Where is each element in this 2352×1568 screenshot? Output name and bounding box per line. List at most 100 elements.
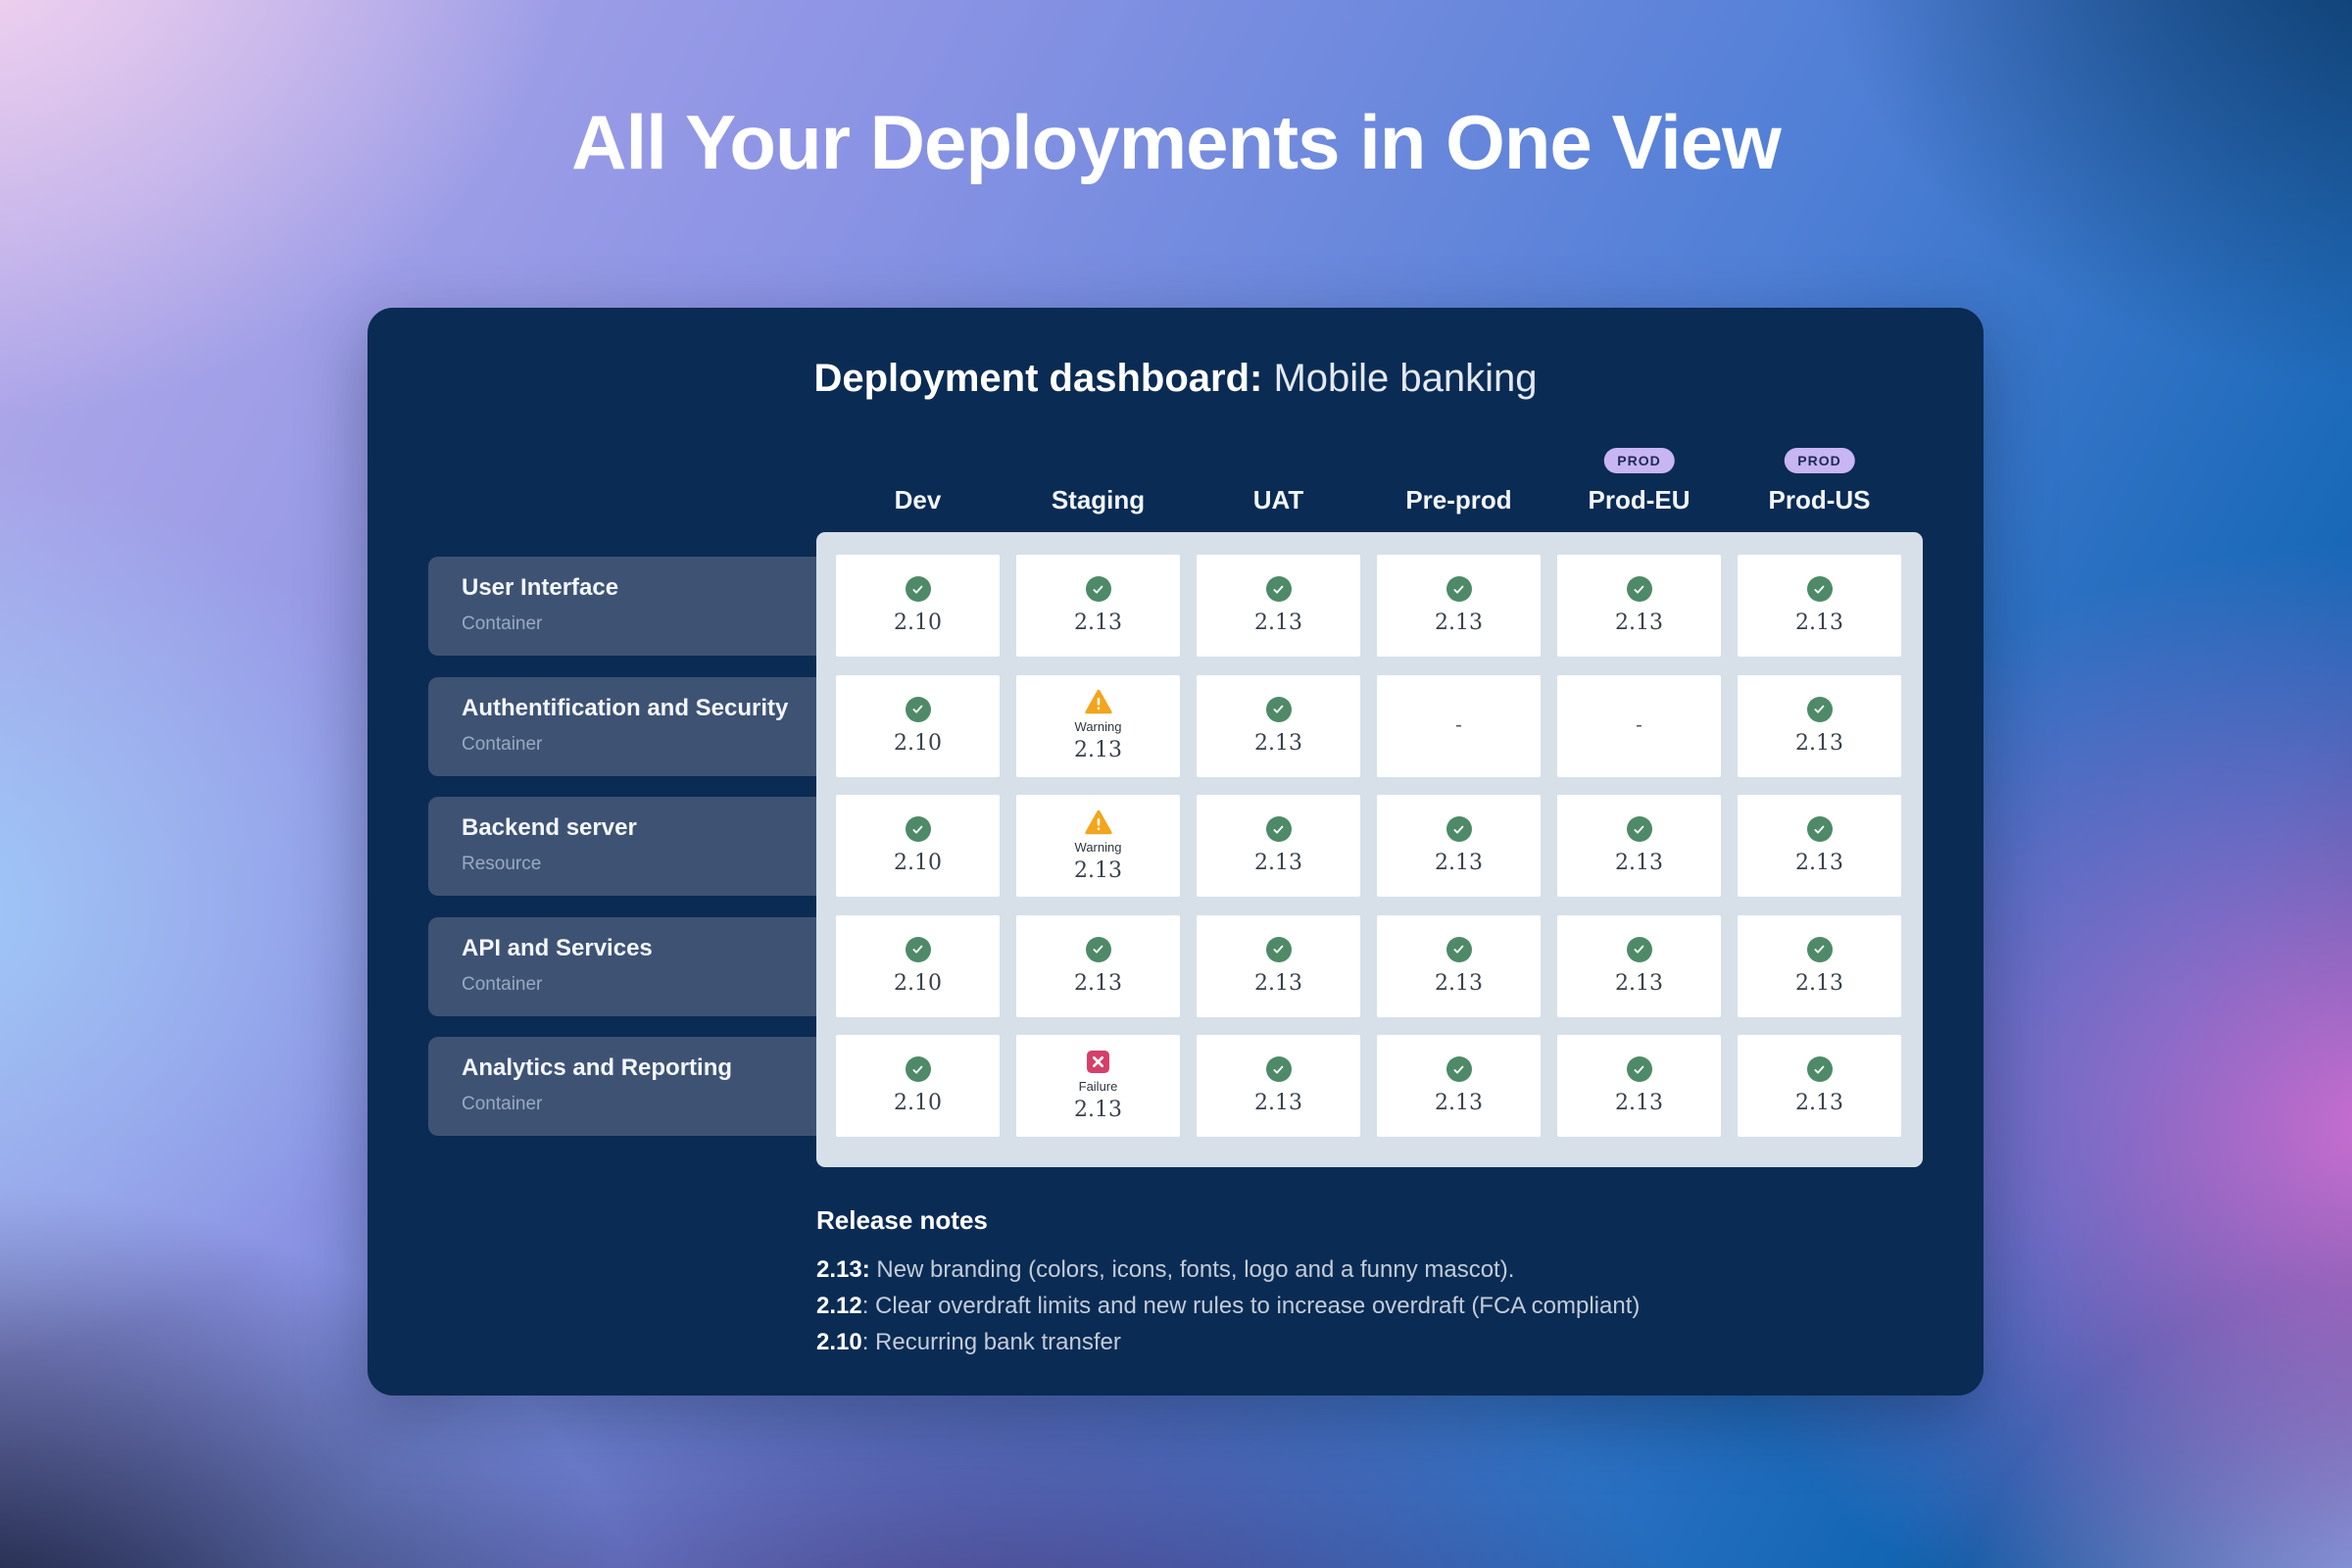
release-note-text: New branding (colors, icons, fonts, logo… [869, 1256, 1515, 1283]
service-name: Backend server [462, 814, 637, 841]
env-header-prod-eu: PROD Prod-EU [1557, 448, 1721, 524]
release-note-version: 2.12 [816, 1293, 862, 1319]
cell-user-interface-prod-eu[interactable]: 2.13 [1557, 555, 1721, 657]
env-label: UAT [1252, 485, 1304, 514]
release-note-item: 2.10: Recurring bank transfer [816, 1324, 1875, 1360]
cell-version: 2.10 [894, 611, 942, 635]
cell-api-and-services-prod-eu[interactable]: 2.13 [1557, 914, 1721, 1017]
success-check-icon [1085, 576, 1111, 602]
cell-authentification-and-security-prod-us[interactable]: 2.13 [1738, 674, 1901, 777]
release-note-item: 2.13: New branding (colors, icons, fonts… [816, 1251, 1875, 1288]
cell-analytics-and-reporting-pre-prod[interactable]: 2.13 [1377, 1035, 1541, 1137]
cell-version: 2.10 [894, 851, 942, 875]
cell-analytics-and-reporting-prod-us[interactable]: 2.13 [1738, 1035, 1901, 1137]
cell-backend-server-pre-prod[interactable]: 2.13 [1377, 795, 1541, 897]
success-check-icon [1446, 576, 1472, 602]
warning-icon [1084, 809, 1112, 835]
cell-version: 2.10 [894, 970, 942, 996]
release-note-text: : Clear overdraft limits and new rules t… [861, 1293, 1641, 1319]
cell-analytics-and-reporting-dev[interactable]: 2.10 [836, 1035, 1000, 1137]
cell-backend-server-staging[interactable]: Warning 2.13 [1016, 795, 1180, 897]
release-notes: Release notes 2.13: New branding (colors… [816, 1205, 1875, 1360]
success-check-icon [1626, 1056, 1652, 1082]
cell-user-interface-dev[interactable]: 2.10 [836, 555, 1000, 657]
env-label: Prod-EU [1588, 485, 1690, 514]
success-check-icon [1626, 816, 1652, 842]
service-name: API and Services [462, 934, 653, 961]
cell-authentification-and-security-prod-eu[interactable]: - [1557, 674, 1721, 777]
cell-version: 2.13 [1074, 1098, 1122, 1122]
page-title: All Your Deployments in One View [571, 99, 1782, 185]
cell-api-and-services-pre-prod[interactable]: 2.13 [1377, 914, 1541, 1017]
success-check-icon [1446, 1056, 1472, 1082]
cell-authentification-and-security-pre-prod[interactable]: - [1377, 674, 1541, 777]
cell-version: 2.13 [1795, 611, 1843, 635]
cell-status-label: Warning [1074, 839, 1122, 855]
cell-version: 2.10 [894, 730, 942, 756]
cell-backend-server-prod-us[interactable]: 2.13 [1738, 795, 1901, 897]
cell-analytics-and-reporting-prod-eu[interactable]: 2.13 [1557, 1035, 1721, 1137]
cell-api-and-services-prod-us[interactable]: 2.13 [1738, 914, 1901, 1017]
success-check-icon [1806, 696, 1833, 722]
cell-version: 2.13 [1254, 730, 1302, 756]
cell-user-interface-uat[interactable]: 2.13 [1197, 555, 1360, 657]
cell-backend-server-dev[interactable]: 2.10 [836, 795, 1000, 897]
cell-backend-server-uat[interactable]: 2.13 [1197, 795, 1360, 897]
service-type: Container [462, 1094, 543, 1114]
service-type: Container [462, 733, 543, 755]
cell-version: 2.10 [894, 1091, 942, 1115]
env-header-uat: UAT [1197, 448, 1360, 524]
cell-version: 2.13 [1795, 970, 1843, 996]
release-note-version: 2.10 [816, 1329, 862, 1355]
cell-api-and-services-uat[interactable]: 2.13 [1197, 914, 1360, 1017]
env-label: Pre-prod [1405, 485, 1512, 514]
success-check-icon [1806, 576, 1833, 602]
release-note-item: 2.12: Clear overdraft limits and new rul… [816, 1288, 1875, 1324]
empty-cell-dash: - [1455, 714, 1462, 736]
cell-authentification-and-security-uat[interactable]: 2.13 [1197, 674, 1360, 777]
cell-user-interface-staging[interactable]: 2.13 [1016, 555, 1180, 657]
success-check-icon [1265, 576, 1292, 602]
cell-version: 2.13 [1615, 851, 1663, 875]
cell-version: 2.13 [1795, 1091, 1843, 1115]
cell-backend-server-prod-eu[interactable]: 2.13 [1557, 795, 1721, 897]
cell-authentification-and-security-dev[interactable]: 2.10 [836, 674, 1000, 777]
release-notes-heading: Release notes [816, 1205, 988, 1235]
cell-api-and-services-dev[interactable]: 2.10 [836, 914, 1000, 1017]
cell-status-label: Failure [1078, 1079, 1118, 1094]
release-note-version: 2.13: [816, 1256, 870, 1283]
cell-version: 2.13 [1074, 611, 1122, 635]
cell-analytics-and-reporting-uat[interactable]: 2.13 [1197, 1035, 1360, 1137]
prod-badge: PROD [1784, 448, 1855, 473]
dashboard-title-project: Mobile banking [1273, 357, 1538, 400]
success-check-icon [1446, 816, 1472, 842]
success-check-icon [1265, 1056, 1292, 1082]
cell-user-interface-prod-us[interactable]: 2.13 [1738, 555, 1901, 657]
service-type: Container [462, 613, 543, 634]
cell-version: 2.13 [1074, 858, 1122, 883]
cell-status-label: Warning [1074, 719, 1122, 734]
success-check-icon [905, 576, 931, 602]
prod-badge: PROD [1603, 448, 1675, 473]
failure-icon [1086, 1050, 1110, 1074]
env-label: Prod-US [1768, 485, 1871, 514]
dashboard-title-bold: Deployment dashboard: [813, 357, 1263, 400]
cell-user-interface-pre-prod[interactable]: 2.13 [1377, 555, 1541, 657]
cell-version: 2.13 [1615, 1091, 1663, 1115]
cell-version: 2.13 [1615, 970, 1663, 996]
env-label: Dev [894, 485, 942, 514]
cell-version: 2.13 [1795, 851, 1843, 875]
success-check-icon [1806, 1056, 1833, 1082]
cell-api-and-services-staging[interactable]: 2.13 [1016, 914, 1180, 1017]
service-name: Authentification and Security [462, 694, 789, 721]
cell-analytics-and-reporting-staging[interactable]: Failure 2.13 [1016, 1035, 1180, 1137]
cell-version: 2.13 [1795, 730, 1843, 756]
